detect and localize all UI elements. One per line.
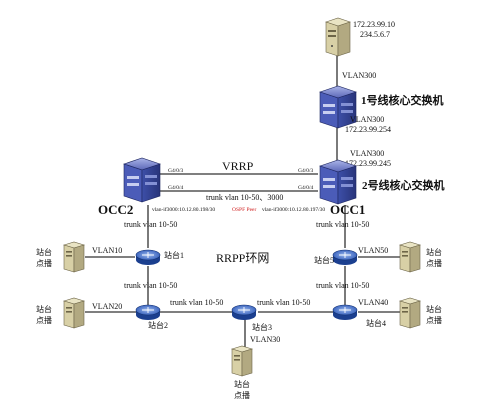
station5-client-line2: 点播 [426,258,442,268]
vrrp-label: VRRP [222,159,254,173]
station4-client-line1: 站台 [426,304,442,314]
top-vlan300-label: VLAN300 [342,71,376,80]
core2-label: 2号线核心交换机 [362,178,445,192]
trunk-right-mid: trunk vlan 10-50 [316,281,369,290]
top-server-ip1: 172.23.99.10 [353,20,395,29]
core2-ip: 172.23.99.245 [345,159,391,168]
station4-name: 站台4 [366,318,386,328]
station1-client-line2: 点播 [36,258,52,268]
occ2-port-bottom: G4/0/4 [168,185,184,191]
core2-switch-icon [319,159,357,205]
trunk-core-label: trunk vlan 10-50、3000 [206,193,283,202]
station4-vlan: VLAN40 [358,298,388,307]
trunk-right-top: trunk vlan 10-50 [316,220,369,229]
links [85,55,404,350]
occ2-vlanif: vlan-if3000:10.12.80.198/30 [152,206,215,213]
occ2-port-top: G4/0/3 [168,168,184,174]
station1-name: 站台1 [164,250,184,260]
core1-label: 1号线核心交换机 [361,93,444,107]
station2-client-icon [62,297,86,329]
occ2-switch-icon [123,157,161,203]
occ1-port-bottom: G4/0/4 [298,185,314,191]
station3-name: 站台3 [252,322,272,332]
core1-ip: 172.23.99.254 [345,125,391,134]
station1-client-icon [62,241,86,273]
occ1-label: OCC1 [330,202,365,217]
station2-switch-icon [135,304,161,320]
trunk-bottom-right: trunk vlan 10-50 [257,298,310,307]
station1-switch-icon [135,249,161,265]
core1-vlan: VLAN300 [350,115,384,124]
trunk-left-mid: trunk vlan 10-50 [124,281,177,290]
station5-vlan: VLAN50 [358,246,388,255]
station3-vlan: VLAN30 [250,335,280,344]
station2-client-line1: 站台 [36,304,52,314]
station3-client-line2: 点播 [234,390,250,400]
station5-client-icon [398,241,422,273]
station4-switch-icon [332,304,358,320]
station3-client-line1: 站台 [234,379,250,389]
station1-vlan: VLAN10 [92,246,122,255]
station2-vlan: VLAN20 [92,302,122,311]
trunk-left-top: trunk vlan 10-50 [124,220,177,229]
station1-client-line1: 站台 [36,247,52,257]
ospf-peer-label: OSPF Peer [232,207,256,213]
top-server-icon [325,17,351,57]
station2-client-line2: 点播 [36,315,52,325]
core1-switch-icon [319,85,357,129]
station4-client-icon [398,297,422,329]
station5-switch-icon [332,249,358,265]
station4-client-line2: 点播 [426,315,442,325]
trunk-bottom-left: trunk vlan 10-50 [170,298,223,307]
station5-name: 站台5 [314,255,334,265]
occ2-label: OCC2 [98,202,133,217]
station3-switch-icon [231,304,257,320]
occ1-vlanif: vlan-if3000:10.12.80.197/30 [262,206,325,213]
top-server-ip2: 234.5.6.7 [360,30,390,39]
rrpp-ring-label: RRPP环网 [216,251,269,265]
station3-client-icon [230,345,254,377]
station2-name: 站台2 [148,320,168,330]
occ1-port-top: G4/0/3 [298,168,314,174]
station5-client-line1: 站台 [426,247,442,257]
core2-vlan: VLAN300 [350,149,384,158]
